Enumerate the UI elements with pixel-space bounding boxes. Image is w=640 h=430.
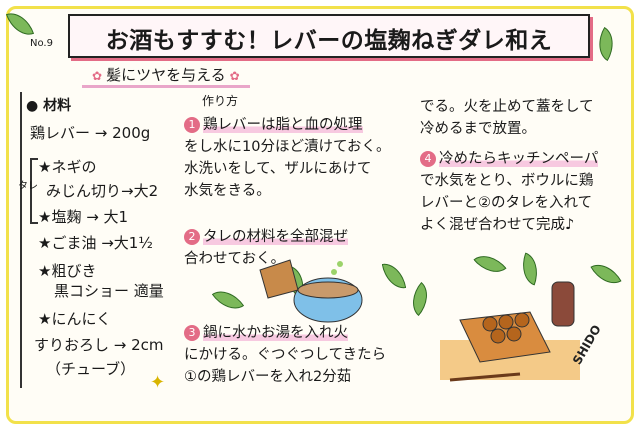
chopsticks-icon xyxy=(449,372,521,382)
ingredient-line: ★ネギの xyxy=(38,158,97,176)
ingredient-line: すりおろし → 2cm xyxy=(34,336,164,354)
step-line: ①の鶏レバーを入れ2分茹 xyxy=(184,369,352,385)
step-line: にかける。ぐつぐつしてきたら xyxy=(184,347,387,363)
tare-label: タレ xyxy=(18,181,38,192)
step-line: でる。火を止めて蓋をして xyxy=(420,99,594,115)
step-line: 水洗いをして、ザルにあけて xyxy=(184,161,372,177)
step-line: 鶏レバーは脂と血の処理 xyxy=(203,117,363,133)
step-line: 合わせておく。 xyxy=(184,251,286,267)
step-line: 鍋に水かお湯を入れ火 xyxy=(203,325,348,341)
step-number: 4 xyxy=(420,151,436,167)
sake-bottle-icon xyxy=(551,281,575,327)
bowl-illustration xyxy=(259,259,363,323)
ingredient-line: ★ごま油 →大1½ xyxy=(38,234,153,252)
tare-bracket xyxy=(30,158,38,224)
step-number: 2 xyxy=(184,229,200,245)
flower-icon: ✿ xyxy=(229,69,240,83)
step-line: 水気をきる。 xyxy=(184,183,271,199)
step-line: 冷めたらキッチンペーパ xyxy=(439,151,599,167)
step-3-continued: でる。火を止めて蓋をして 冷めるまで放置。 xyxy=(420,96,594,140)
ingredients-panel xyxy=(20,92,182,388)
ingredient-line: （チューブ） xyxy=(46,360,136,378)
ingredient-line: 鶏レバー → 200g xyxy=(30,124,151,142)
step-line: 冷めるまで放置。 xyxy=(420,121,536,137)
ingredient-line: ★にんにく xyxy=(38,310,112,328)
step-line: で水気をとり、ボウルに鶏 xyxy=(420,173,594,189)
method-header: 作り方 xyxy=(202,94,239,108)
spoon-icon xyxy=(259,259,299,299)
subtitle: ✿髪にツヤを与える✿ xyxy=(82,64,250,88)
ingredients-header: ● 材料 xyxy=(26,98,72,114)
step-line: タレの材料を全部混ぜ xyxy=(203,229,348,245)
flower-icon: ✿ xyxy=(92,69,103,83)
ingredient-line: ★塩麹 → 大1 xyxy=(38,208,129,226)
step-number: 3 xyxy=(184,325,200,341)
page-title: お酒もすすむ！レバーの塩麹ねぎダレ和え xyxy=(105,28,553,54)
step-line: よく混ぜ合わせて完成♪ xyxy=(420,217,575,233)
liver-dish-illustration xyxy=(440,281,580,382)
sparkle-icon: ✦ xyxy=(150,372,166,393)
ingredient-line: みじん切り→大2 xyxy=(46,182,159,200)
subtitle-text: 髪にツヤを与える xyxy=(106,66,226,84)
ingredient-line: 黒コショー 適量 xyxy=(54,282,164,300)
title-box: お酒もすすむ！レバーの塩麹ねぎダレ和え xyxy=(68,14,590,58)
step-line: をし水に10分ほど漬けておく。 xyxy=(184,139,391,155)
ingredient-line: ★粗びき xyxy=(38,262,97,280)
step-line: レバーと②のタレを入れて xyxy=(420,195,593,211)
recipe-number: No.9 xyxy=(30,38,53,49)
step-number: 1 xyxy=(184,117,200,133)
